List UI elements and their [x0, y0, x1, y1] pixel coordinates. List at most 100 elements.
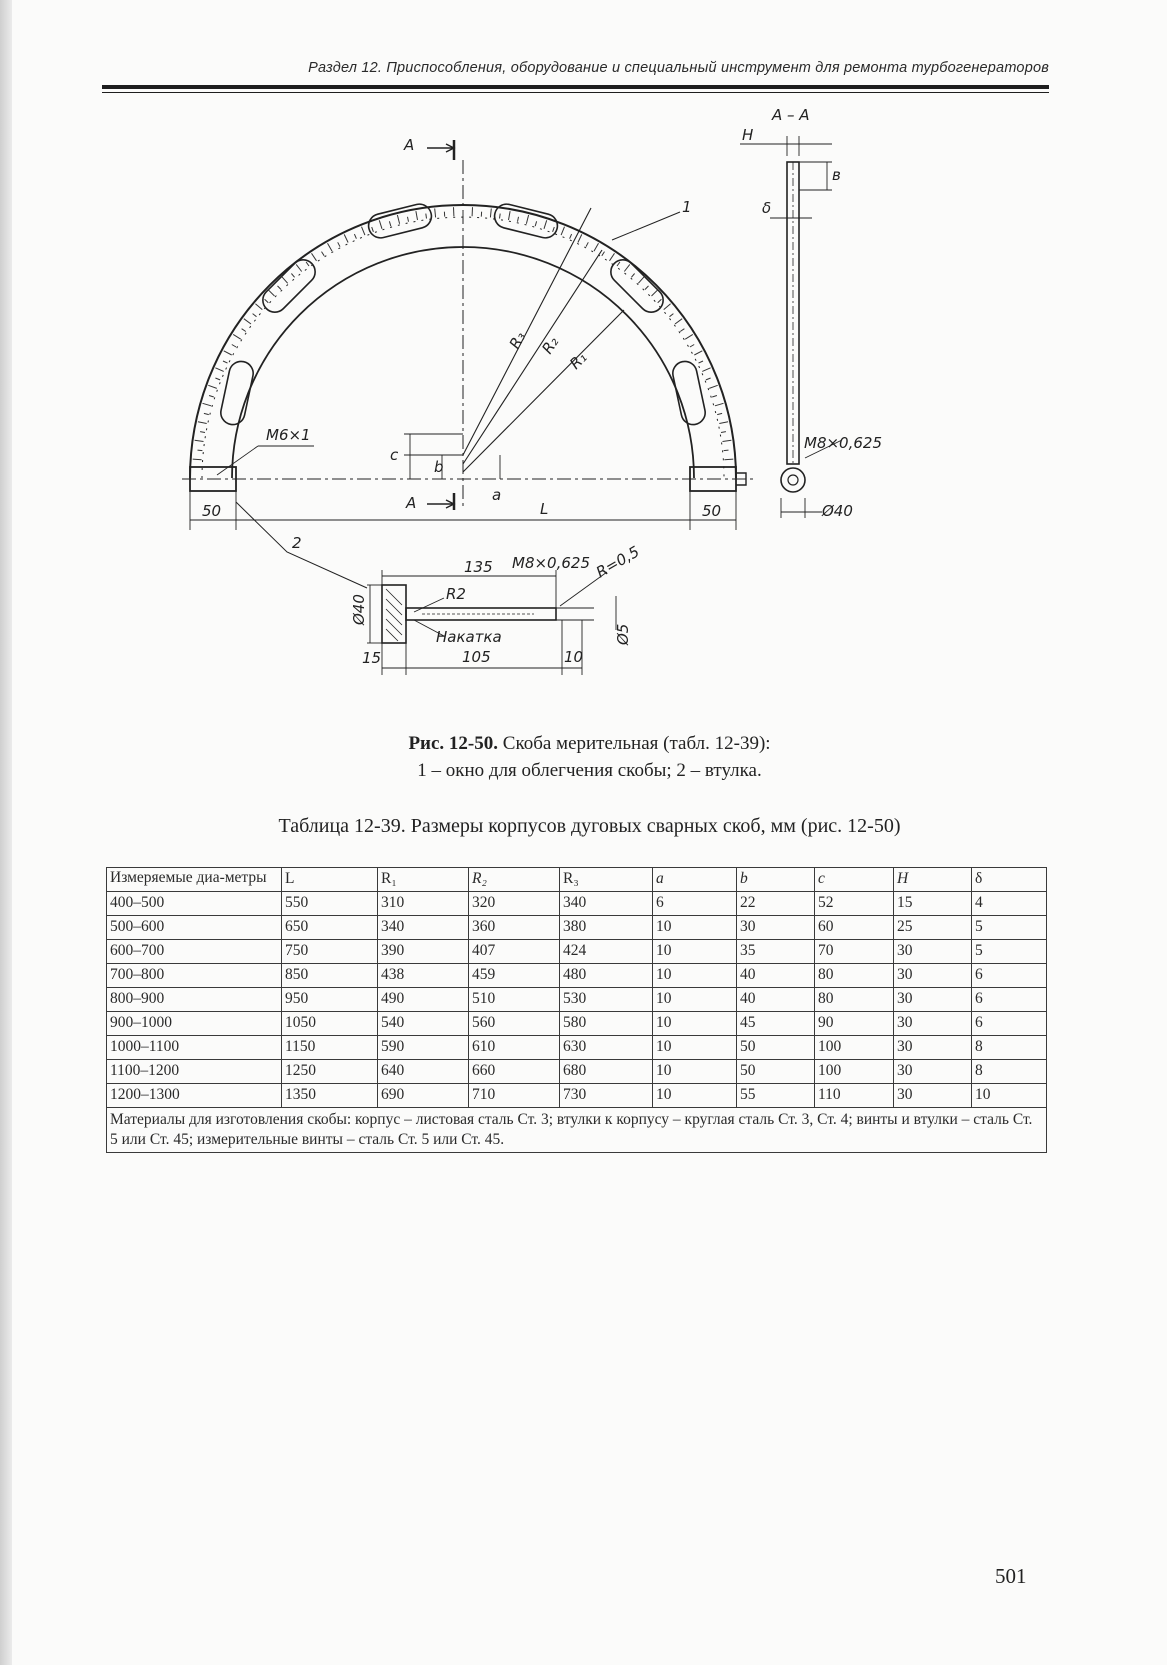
arc-tick [723, 449, 729, 452]
label-r3: R₃ [506, 329, 530, 352]
arc-tick [569, 233, 573, 239]
arc-tick [663, 303, 671, 310]
table-cell: 10 [971, 1083, 1047, 1108]
arc-tick [631, 273, 635, 278]
table-cell: 800–900 [106, 987, 282, 1012]
table-cell: 590 [377, 1035, 469, 1060]
table-cell: 1050 [281, 1011, 378, 1036]
lightening-windows [220, 203, 706, 426]
side-view-hub [780, 467, 806, 493]
table-cell: 320 [468, 891, 560, 916]
table-cell: 730 [559, 1083, 653, 1108]
arc-tick [674, 318, 683, 325]
table-cell: 390 [377, 939, 469, 964]
table-cell: 340 [377, 915, 469, 940]
table-cell: 52 [814, 891, 894, 916]
header-cell: R₁ [377, 867, 469, 892]
page-number: 501 [995, 1564, 1027, 1588]
arc-tick [724, 458, 734, 461]
arc-tick [698, 360, 704, 364]
arc-tick [305, 261, 310, 267]
label-r1: R₁ [566, 348, 590, 372]
callout-1: 1 [682, 198, 692, 216]
table-cell: 407 [468, 939, 560, 964]
header-rule-thick [102, 85, 1049, 89]
table-cell: 700–800 [106, 963, 282, 988]
bushing-head [381, 584, 407, 644]
table-cell: 360 [468, 915, 560, 940]
arc-tick [378, 220, 383, 229]
arc-tick [585, 242, 589, 247]
arc-tick [669, 313, 674, 318]
arc-tick [702, 367, 711, 372]
arc-tick [200, 431, 206, 433]
arc-tick [192, 458, 202, 461]
table-cell: 650 [281, 915, 378, 940]
table-note: Материалы для изготовления скобы: корпус… [106, 1107, 1047, 1153]
arc-tick [623, 264, 631, 272]
table-cell: 424 [559, 939, 653, 964]
arc-tick [679, 328, 685, 332]
header-cell: c [814, 867, 894, 892]
table-cell: 750 [281, 939, 378, 964]
table-cell: 950 [281, 987, 378, 1012]
arc-tick [560, 226, 565, 236]
arc-tick [264, 298, 269, 304]
arc-tick [255, 303, 263, 310]
label-section-a-bottom: A [405, 494, 416, 512]
arc-tick [291, 273, 295, 278]
table-cell: 530 [559, 987, 653, 1012]
label-d40-detail: Ø40 [350, 594, 368, 626]
running-header: Раздел 12. Приспособления, оборудование … [308, 60, 1049, 76]
label-m8-side: M8×0,625 [804, 434, 882, 452]
arc-tick [709, 384, 718, 389]
arc-tick [534, 221, 538, 227]
label-delta: δ [762, 199, 771, 217]
table-cell: 10 [652, 915, 737, 940]
arc-tick [231, 344, 237, 348]
table-cell: 90 [814, 1011, 894, 1036]
table-cell: 40 [736, 963, 815, 988]
table-cell: 500–600 [106, 915, 282, 940]
table-cell: 850 [281, 963, 378, 988]
label-h: H [742, 126, 753, 144]
arc-tick [337, 242, 341, 247]
bushing-stem [405, 607, 557, 621]
table-cell: 580 [559, 1011, 653, 1036]
arc-tick [223, 350, 232, 356]
table-cell: 5 [971, 915, 1047, 940]
arc-tick [252, 313, 257, 318]
table-cell: 490 [377, 987, 469, 1012]
arc-tick [717, 412, 723, 416]
label-knurl: Накатка [436, 628, 502, 646]
arc-tick [552, 226, 555, 232]
arc-tick [203, 412, 209, 416]
table-cell: 480 [559, 963, 653, 988]
table-cell: 310 [377, 891, 469, 916]
label-10: 10 [564, 648, 583, 666]
table-cell: 4 [971, 891, 1047, 916]
arc-tick [616, 261, 621, 267]
arc-tick [277, 285, 282, 290]
table-cell: 10 [652, 1059, 737, 1084]
table-cell: 6 [652, 891, 737, 916]
table-cell: 60 [814, 915, 894, 940]
table-cell: 22 [736, 891, 815, 916]
table-cell: 15 [893, 891, 972, 916]
figure-number: Рис. 12-50. [408, 733, 499, 754]
table-cell: 100 [814, 1059, 894, 1084]
table-cell: 1000–1100 [106, 1035, 282, 1060]
figure-caption: Рис. 12-50. Скоба мерительная (табл. 12-… [12, 733, 1167, 755]
table-cell: 438 [377, 963, 469, 988]
table-cell: 30 [736, 915, 815, 940]
header-rule-thin [102, 92, 1049, 93]
table-cell: 1150 [281, 1035, 378, 1060]
table-header-row: Измеряемые диа-метры L R₁ R₂ R₃ a b c H … [106, 867, 1047, 892]
table-cell: 110 [814, 1083, 894, 1108]
table-cell: 40 [736, 987, 815, 1012]
